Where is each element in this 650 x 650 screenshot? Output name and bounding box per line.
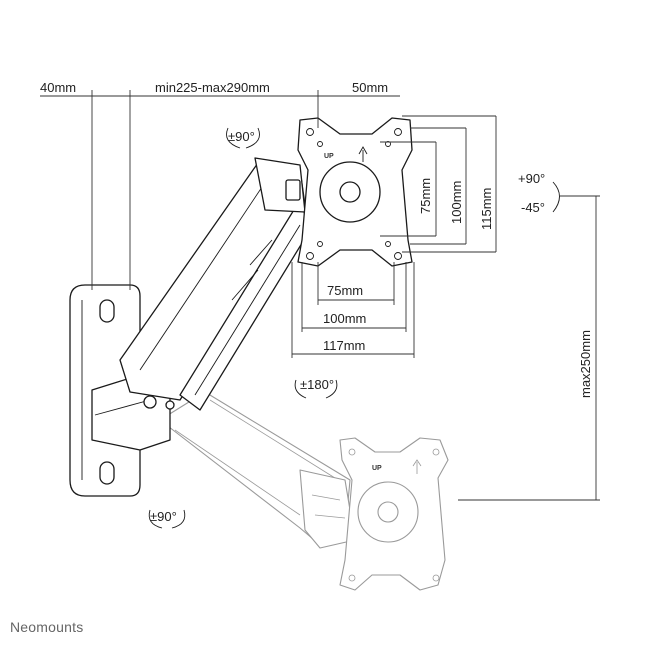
brand-logo-text: Neomounts (10, 619, 84, 635)
top-swivel-label: ±90° (228, 129, 255, 144)
vesa-width-100-label: 100mm (323, 311, 366, 326)
tilt-up-label: +90° (518, 171, 545, 186)
dimension-lines (40, 90, 600, 501)
vesa-plate (297, 117, 413, 267)
rotate-label: ±180° (300, 377, 334, 392)
lowered-vesa-plate-ghost (339, 437, 449, 591)
plate-width-label: 117mm (323, 338, 365, 353)
plate-offset-label: 50mm (352, 80, 388, 95)
ghost-up-label: UP (372, 465, 382, 472)
vesa-width-75-label: 75mm (327, 283, 363, 298)
rotation-arrows (148, 127, 560, 529)
plate-height-label: 115mm (479, 188, 494, 230)
height-range-label: max250mm (578, 330, 593, 398)
main-arm (119, 157, 311, 411)
depth-label: 40mm (40, 80, 76, 95)
vesa-up-label: UP (324, 153, 334, 160)
vesa-height-100-label: 100mm (449, 181, 464, 224)
bottom-swivel-label: ±90° (150, 509, 177, 524)
vesa-height-75-label: 75mm (418, 178, 433, 214)
wall-plate (69, 284, 171, 497)
lowered-arm-ghost (159, 391, 356, 549)
tilt-down-label: -45° (521, 200, 545, 215)
reach-label: min225-max290mm (155, 80, 270, 95)
